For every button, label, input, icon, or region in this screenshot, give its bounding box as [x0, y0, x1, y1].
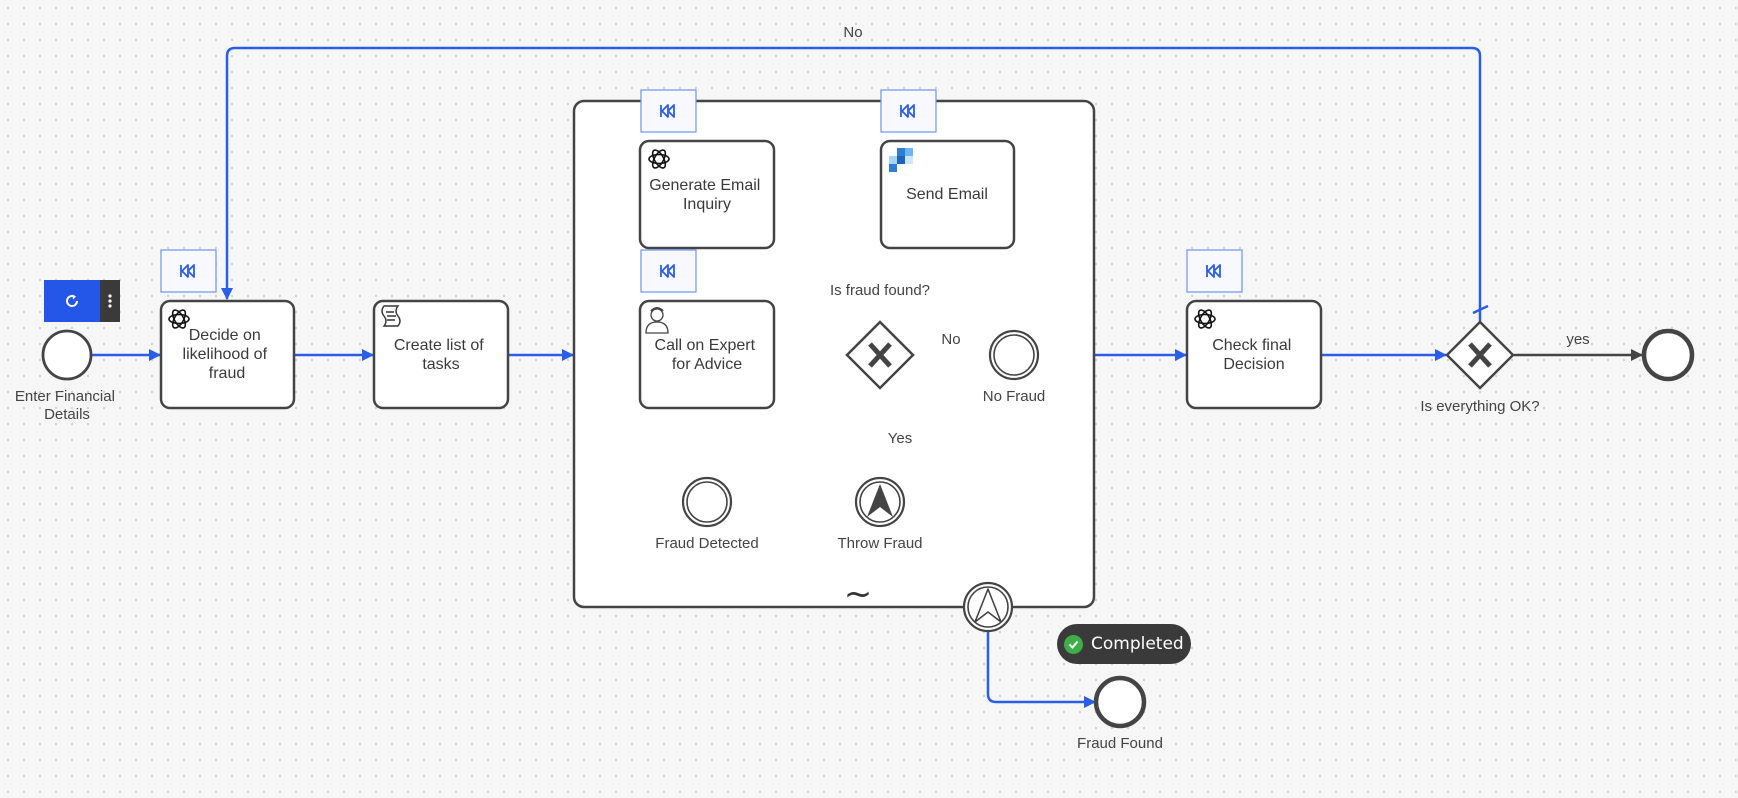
event-inner-ring — [859, 481, 901, 523]
task-decide-label: Decide on likelihood of fraud — [183, 327, 272, 382]
task-generate-email[interactable] — [638, 139, 776, 250]
event-throw-fraud-label: Throw Fraud — [837, 535, 922, 552]
flow-boundary-to-fraud-found[interactable] — [986, 631, 1096, 708]
script-icon — [381, 305, 401, 327]
event-inner-ring — [686, 481, 728, 523]
event-fraud-found[interactable] — [1093, 675, 1147, 729]
adhoc-marker: ~ — [844, 574, 873, 614]
event-inner-ring — [993, 334, 1035, 376]
flow-label-no-fraud: No — [941, 331, 960, 348]
start-event-label: Enter Financial Details — [15, 388, 119, 423]
task-call-expert[interactable] — [638, 299, 776, 410]
flow-no-loop[interactable] — [221, 46, 1482, 322]
start-event[interactable] — [41, 329, 93, 381]
more-options-button[interactable] — [100, 280, 120, 322]
element-toolbar — [44, 280, 120, 322]
rewind-icon[interactable] — [640, 249, 697, 293]
gateway-ok-label: Is everything OK? — [1420, 398, 1539, 415]
task-check-final[interactable] — [1185, 299, 1323, 410]
task-call-label: Call on Expert for Advice — [655, 337, 760, 373]
rewind-icon[interactable] — [880, 89, 937, 133]
start-event-label-line: Enter Financial — [15, 388, 115, 405]
task-send-label: Send Email — [906, 186, 988, 203]
status-label: Completed — [1091, 634, 1184, 654]
task-send-email[interactable] — [879, 139, 1016, 250]
restart-icon — [66, 294, 79, 307]
flow-label-no-loop: No — [843, 24, 862, 41]
event-fraud-detected-label: Fraud Detected — [655, 535, 758, 552]
event-inner-ring — [967, 586, 1009, 628]
flow-label-yes-fraud: Yes — [888, 430, 912, 447]
escalation-icon — [867, 484, 893, 517]
exclusive-x-icon — [868, 342, 892, 368]
check-icon — [1064, 634, 1083, 654]
user-icon — [645, 307, 669, 334]
start-event-label-line: Details — [44, 406, 90, 423]
event-fraud-found-label: Fraud Found — [1077, 735, 1163, 752]
rewind-icon[interactable] — [640, 89, 697, 133]
event-fraud-detected[interactable] — [681, 476, 733, 528]
status-badge: Completed — [1057, 624, 1191, 664]
event-no-fraud-label: No Fraud — [983, 388, 1046, 405]
flow-label-yes-ok: yes — [1566, 331, 1589, 348]
task-decide-fraud[interactable] — [159, 299, 296, 410]
more-vertical-icon — [108, 294, 112, 308]
escalation-icon — [974, 588, 1002, 623]
event-no-fraud[interactable] — [988, 329, 1040, 381]
task-create-list[interactable] — [372, 299, 510, 410]
gateway-fraud-label: Is fraud found? — [830, 282, 930, 299]
rewind-icon[interactable] — [160, 249, 217, 293]
task-check-label: Check final Decision — [1212, 337, 1296, 373]
email-service-icon — [889, 148, 913, 172]
task-generate-label: Generate Email Inquiry — [649, 177, 765, 213]
end-event[interactable] — [1641, 328, 1695, 382]
rewind-icon[interactable] — [1186, 249, 1243, 293]
restart-button[interactable] — [44, 280, 100, 322]
task-create-label: Create list of tasks — [394, 337, 488, 373]
exclusive-x-icon — [1468, 342, 1492, 368]
default-flow-marker — [1472, 304, 1489, 315]
